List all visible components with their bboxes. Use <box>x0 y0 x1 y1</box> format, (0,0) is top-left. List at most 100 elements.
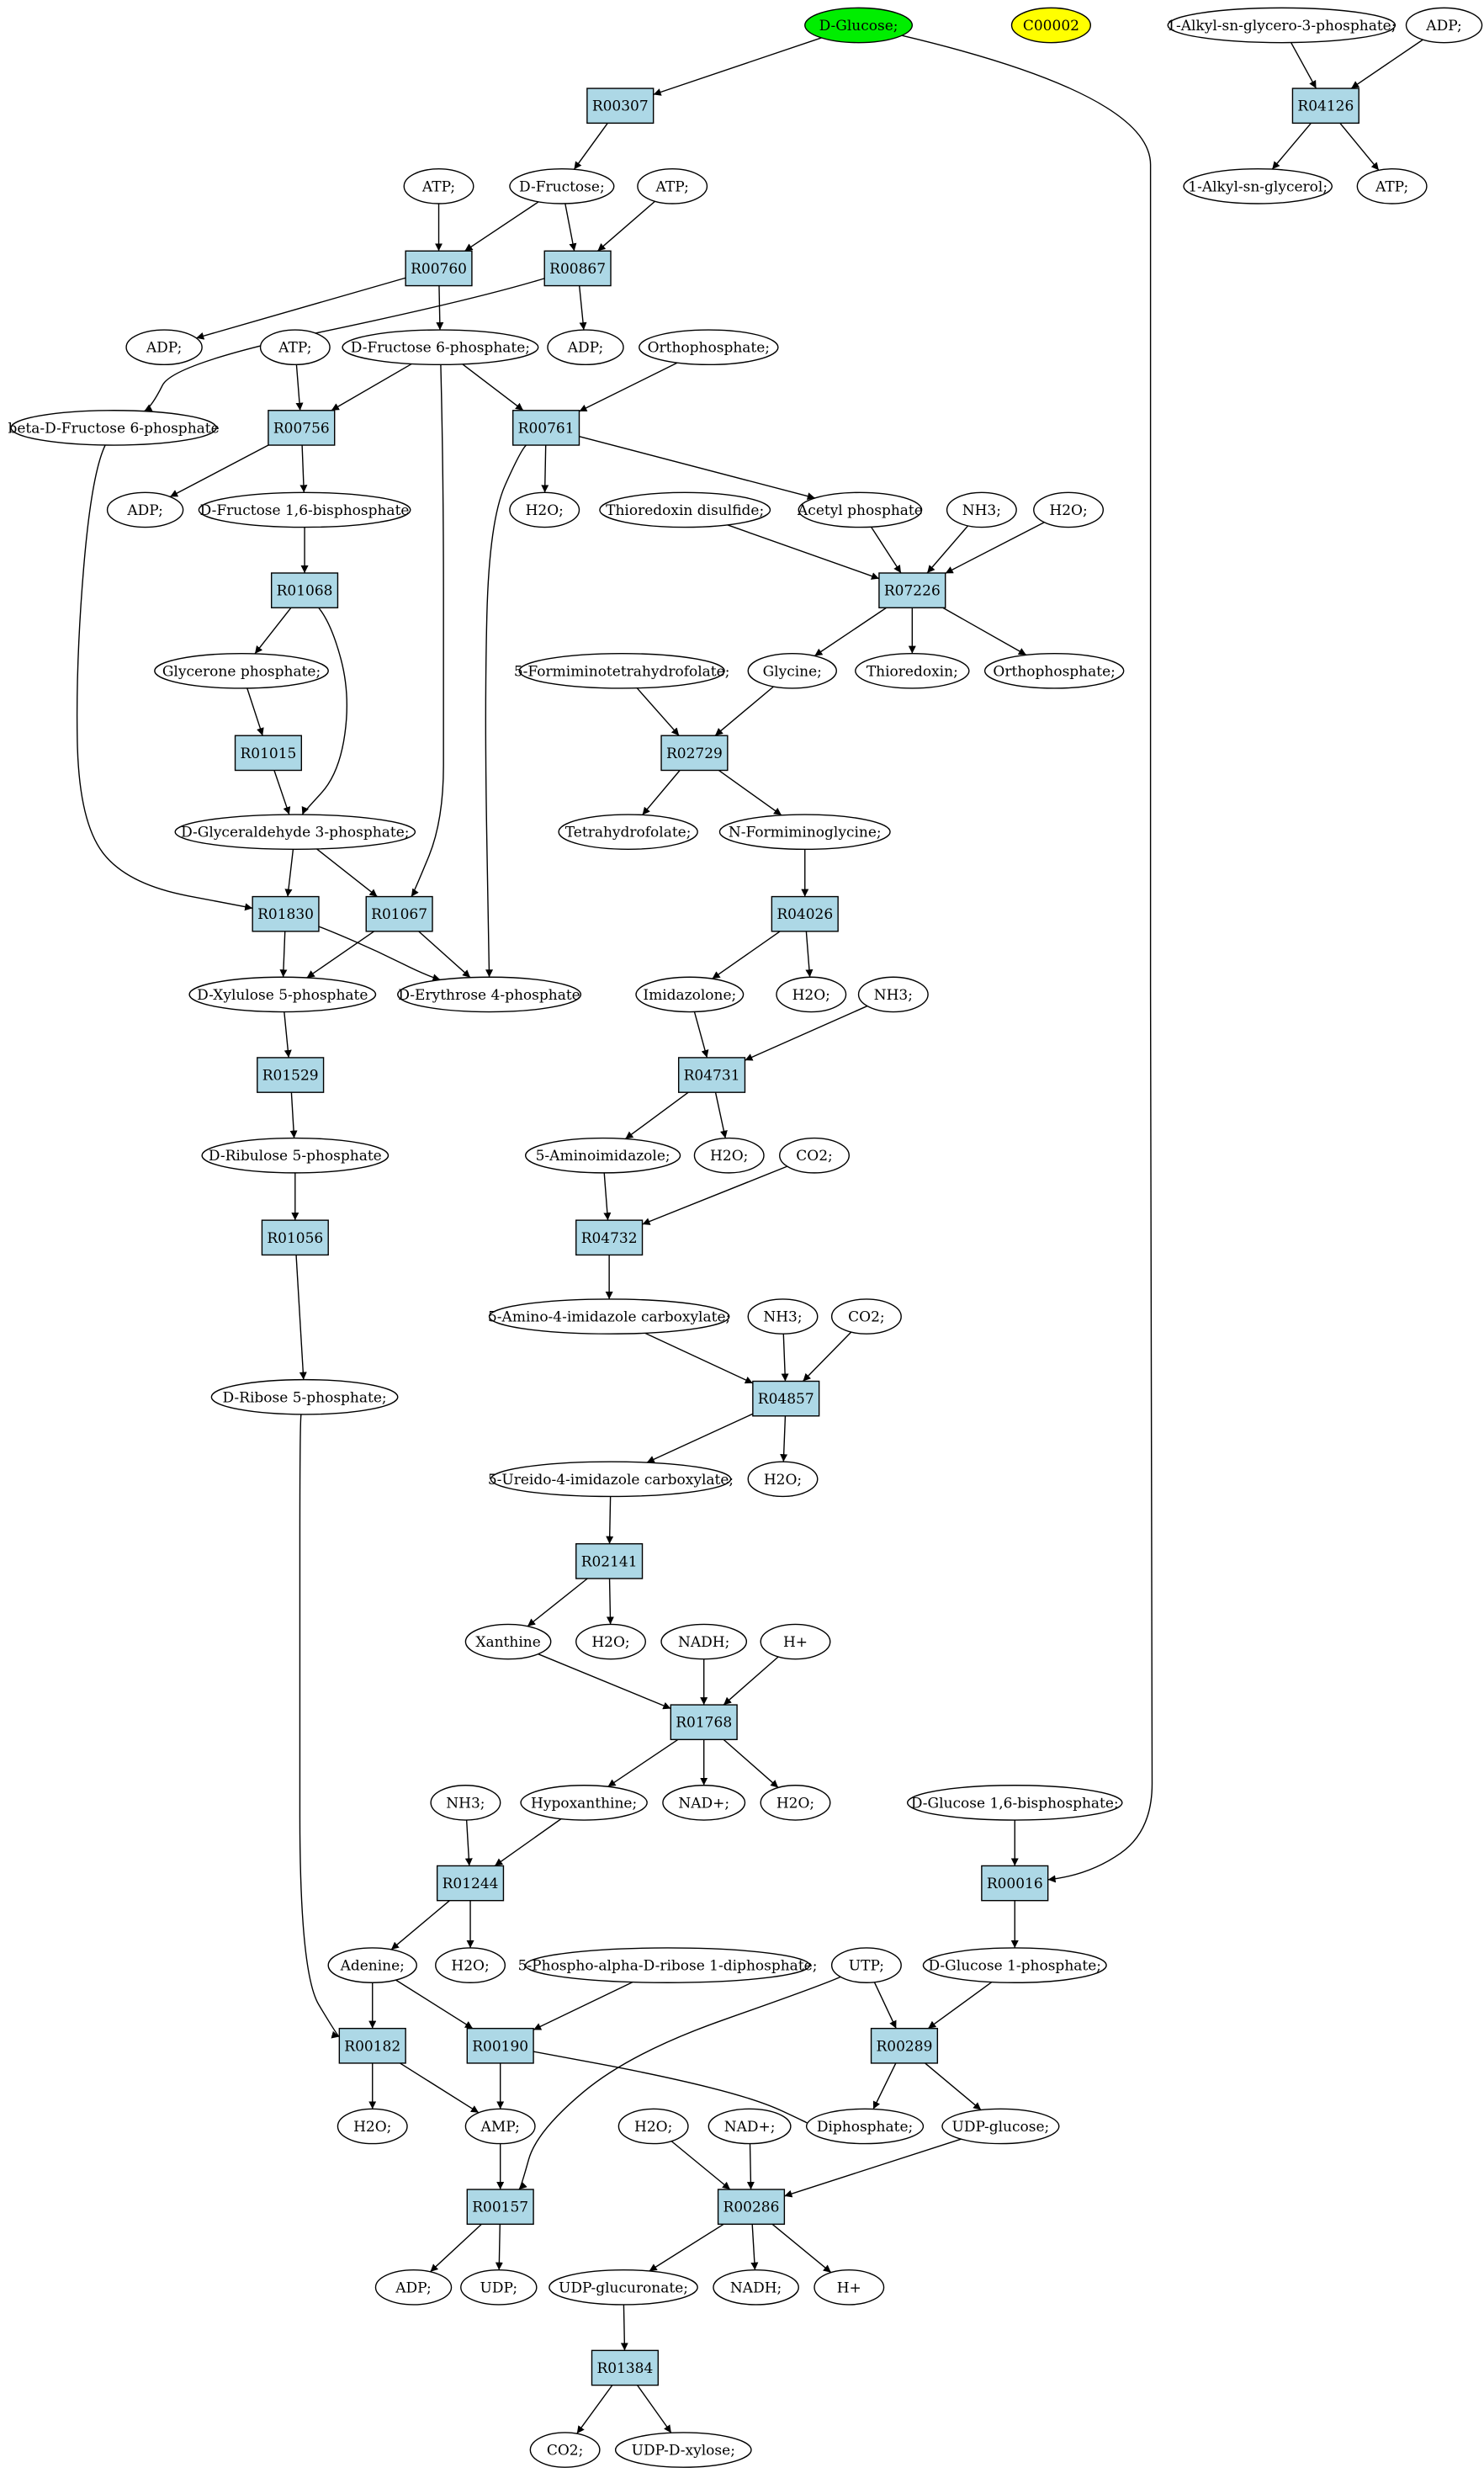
reaction-label: R00157 <box>472 2200 528 2216</box>
compound-ellipse <box>857 976 929 1013</box>
compound-ellipse <box>397 976 582 1013</box>
edge-R07226-to-gly <box>814 607 887 657</box>
edge-h2o10-to-R00286 <box>670 2141 731 2190</box>
reaction-node-r02141: R02141 <box>575 1543 644 1579</box>
compound-label: Acetyl phosphate <box>797 502 923 519</box>
compound-label: UTP; <box>849 1958 884 1975</box>
compound-node: NAD+; <box>708 2108 792 2145</box>
compound-node: CO2; <box>779 1137 850 1174</box>
compound-label: 5-Aminoimidazole; <box>536 1148 670 1165</box>
compound-node: H2O; <box>337 2108 408 2145</box>
compound-ellipse <box>713 2269 799 2306</box>
compound-ellipse <box>549 2269 698 2306</box>
compound-label: UDP; <box>480 2279 518 2296</box>
compound-ellipse <box>525 1137 681 1174</box>
reaction-label: R01830 <box>257 906 314 923</box>
edge-R04731-to-aim <box>624 1091 689 1140</box>
compound-node: UTP; <box>830 1947 902 1983</box>
compound-node: UDP-glucuronate; <box>549 2269 698 2306</box>
edge-R04026-to-imz <box>712 931 781 979</box>
compound-label: NH3; <box>962 502 1001 519</box>
compound-ellipse <box>558 814 698 850</box>
edge-nh33-to-R04857 <box>781 1334 789 1382</box>
compound-label: 1-Alkyl-sn-glycerol; <box>1188 178 1328 195</box>
compound-ellipse <box>198 491 411 528</box>
compound-node: D-Fructose 6-phosphate; <box>342 329 539 366</box>
compound-node: 5-Amino-4-imidazole carboxylate; <box>488 1298 730 1335</box>
compound-node: D-Ribose 5-phosphate; <box>210 1378 399 1415</box>
reaction-box <box>338 2027 406 2064</box>
edge-prpp-to-R00190 <box>533 1981 633 2030</box>
compound-ellipse <box>747 652 837 689</box>
edge-x5p-to-R01529 <box>284 1011 292 1058</box>
compound-ellipse <box>188 976 377 1013</box>
edge-R00756-to-fbp <box>299 445 308 493</box>
compound-ellipse <box>804 7 914 44</box>
edge-R04857-to-uic <box>646 1413 754 1463</box>
reaction-box <box>543 250 612 287</box>
compound-label: Xanthine <box>475 1634 540 1651</box>
compound-node: D-Glyceraldehyde 3-phosphate; <box>174 814 416 850</box>
compound-label: D-Glyceraldehyde 3-phosphate; <box>181 825 409 841</box>
reaction-node-r01244: R01244 <box>436 1865 505 1902</box>
compound-node: Diphosphate; <box>805 2108 925 2145</box>
compound-node: ATP; <box>1356 168 1428 204</box>
compound-ellipse <box>708 2108 792 2145</box>
compound-ellipse <box>1356 168 1428 204</box>
compound-ellipse <box>805 2108 925 2145</box>
compound-node: Thioredoxin disulfide; <box>599 491 771 528</box>
compound-label: H+ <box>837 2279 861 2296</box>
reaction-node-r01768: R01768 <box>670 1704 738 1741</box>
compound-node: H2O; <box>747 1461 819 1498</box>
compound-ellipse <box>814 2269 885 2306</box>
edge-orth1-to-R00761 <box>579 362 678 412</box>
compound-node: D-Glucose 1-phosphate; <box>922 1947 1107 1983</box>
compound-ellipse <box>1010 7 1092 44</box>
reaction-label: R00760 <box>411 261 467 278</box>
reaction-box <box>1291 88 1359 125</box>
compound-ellipse <box>154 652 329 689</box>
compound-label: H2O; <box>451 1958 489 1975</box>
compound-label: CO2; <box>848 1309 885 1326</box>
edge-R01067-to-x5p <box>306 931 375 979</box>
edge-fru-to-R00760 <box>464 201 539 252</box>
compound-ellipse <box>201 1137 390 1174</box>
compound-label: Thioredoxin; <box>867 663 958 680</box>
compound-ellipse <box>906 1785 1123 1821</box>
compound-node: Orthophosphate; <box>983 652 1125 689</box>
reaction-label: R00289 <box>877 2038 933 2055</box>
compound-label: Diphosphate; <box>817 2119 913 2136</box>
reaction-label: R00190 <box>472 2038 528 2055</box>
compound-node: ADP; <box>106 491 184 528</box>
compound-label: NAD+; <box>724 2119 776 2136</box>
compound-label: C00002 <box>1023 18 1079 34</box>
compound-label: H+ <box>783 1634 808 1651</box>
compound-node: ADP; <box>547 329 624 366</box>
compound-label: 5-Formiminotetrahydrofolate; <box>514 663 730 680</box>
compound-ellipse <box>342 329 539 366</box>
compound-ellipse <box>983 652 1125 689</box>
compound-label: H2O; <box>710 1148 748 1165</box>
compound-ellipse <box>174 814 416 850</box>
reaction-node-r00761: R00761 <box>512 410 580 446</box>
edge-R01067-to-e4p <box>418 931 471 979</box>
compound-ellipse <box>1183 168 1333 204</box>
edge-aic-to-R04857 <box>644 1332 754 1384</box>
compound-node: NH3; <box>857 976 929 1013</box>
compound-node: AMP; <box>464 2108 536 2145</box>
compound-node: H2O; <box>760 1785 831 1821</box>
reaction-label: R01068 <box>277 583 333 600</box>
compound-node: H2O; <box>617 2108 689 2145</box>
reaction-node-r00289: R00289 <box>870 2027 939 2064</box>
compound-ellipse <box>488 1298 730 1335</box>
edge-R00182-to-amp <box>400 2062 480 2114</box>
compound-node: ATP; <box>403 168 474 204</box>
compound-node: 1-Alkyl-sn-glycerol; <box>1183 168 1333 204</box>
edge-atp2-to-R00867 <box>596 200 656 252</box>
edge-R04731-to-h2o4 <box>714 1092 728 1138</box>
compound-node: CO2; <box>529 2432 601 2468</box>
compound-ellipse <box>614 2432 752 2468</box>
reaction-node-r07226: R07226 <box>878 572 946 608</box>
